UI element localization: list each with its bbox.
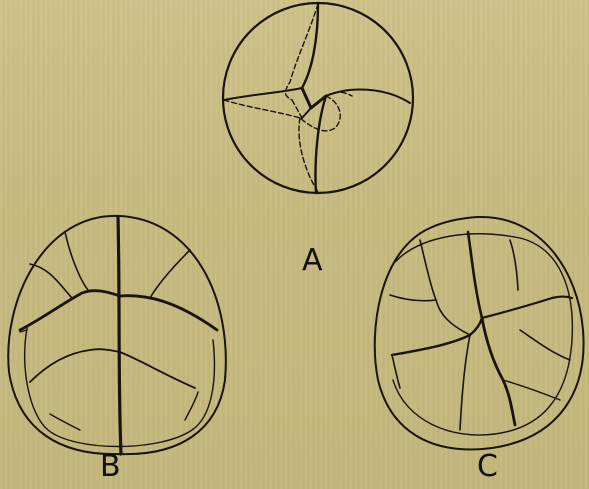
panel-a-wall-top	[302, 4, 318, 88]
panel-b-wall-lower-right	[120, 352, 195, 388]
panel-c-wall-lower	[482, 318, 515, 425]
panel-c-wall-upper-right	[510, 240, 518, 290]
panel-b-drawing	[8, 216, 226, 454]
panel-b-wall-lower-left	[30, 349, 120, 382]
panel-b-wall-midline	[118, 217, 121, 454]
panel-b-wall-upper-right	[150, 250, 190, 298]
panel-c-outline-inner	[393, 234, 572, 435]
panel-c-wall-upper-left	[420, 240, 470, 335]
panel-c-wall-lower-left	[460, 335, 470, 430]
panel-c-wall-left	[392, 318, 482, 355]
panel-c-wall-left-upper	[390, 295, 436, 301]
panel-a-wall-left	[224, 88, 302, 100]
panel-b-wall-lower-left-2	[50, 414, 80, 430]
panel-a-drawing	[223, 3, 413, 193]
panel-c-wall-upper	[468, 232, 482, 318]
panel-a-label: A	[302, 246, 323, 276]
panel-c-wall-bottom-right	[503, 380, 560, 400]
panel-b-wall-upper-left	[30, 264, 72, 298]
panel-c-wall-right	[482, 297, 572, 319]
panel-a-wall-diag	[302, 108, 311, 118]
panel-b-wall-top-left	[65, 232, 88, 290]
panel-c-drawing	[375, 217, 584, 449]
panel-a-wall-bottom	[315, 96, 326, 193]
panel-c-label: C	[477, 452, 498, 482]
panel-a-wall-right	[326, 90, 410, 103]
panel-c-wall-left-lower	[392, 355, 400, 388]
panel-b-wall-lower-right-2	[185, 392, 198, 420]
panel-c-wall-right-lower	[520, 330, 570, 360]
panel-a-hidden-walls	[224, 4, 352, 192]
panel-b-label: B	[100, 452, 121, 482]
